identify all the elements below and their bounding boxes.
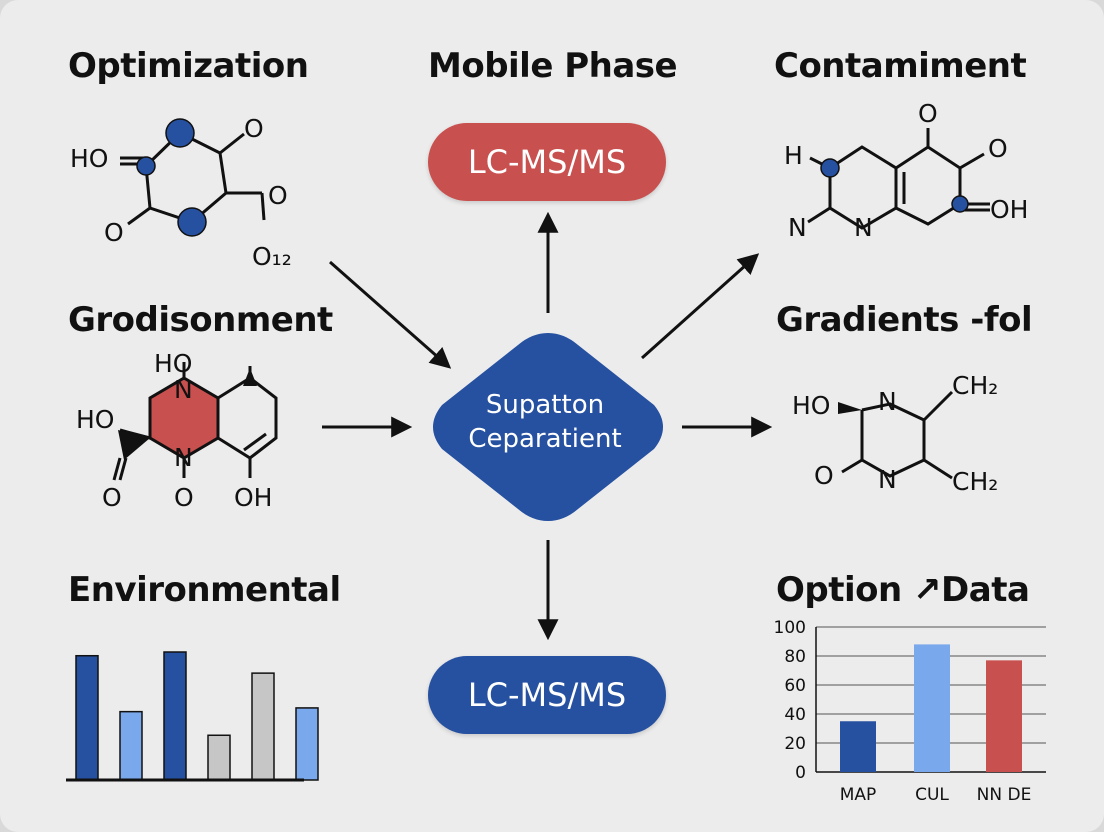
atom-label: CH₂ — [952, 467, 998, 496]
option-data-ytick: 20 — [784, 734, 806, 754]
atom-label: N — [174, 443, 193, 472]
atom-label: O — [244, 114, 264, 143]
heading-grodisonment: Grodisonment — [68, 300, 333, 340]
center-label-line2: Ceparatient — [468, 424, 622, 454]
arrow-from-optimization — [329, 260, 452, 369]
heading-gradients: Gradients -fol — [776, 300, 1033, 340]
molecule-contaminant-atoms: H N N O O OH — [784, 99, 1028, 242]
center-label-line1: Supatton — [485, 390, 605, 420]
option-data-xtick: CUL — [915, 785, 949, 805]
center-diamond — [433, 333, 663, 521]
molecule-optimization-atoms: HO O O O O₁₂ — [70, 114, 292, 271]
center-label: Supatton Ceparatient — [440, 388, 650, 456]
option-data-xtick: NN DE — [977, 785, 1032, 805]
option-data-xtick: MAP — [840, 785, 877, 805]
atom-label: O — [174, 483, 194, 512]
atom-label: O — [918, 99, 938, 128]
atom-label: OH — [234, 483, 272, 512]
molecule-grodisonment — [112, 362, 278, 481]
atom-label: HO — [792, 391, 830, 420]
option-data-ytick: 40 — [784, 705, 806, 725]
atom-label: O₁₂ — [252, 242, 292, 271]
molecule-gradients — [841, 390, 954, 480]
atom-label: O — [814, 461, 834, 490]
atom-label: OH — [990, 195, 1028, 224]
environmental-bar — [207, 734, 231, 781]
arrow-to-contaminant — [640, 253, 760, 360]
atom-label: N — [878, 465, 897, 494]
option-data-ytick: 80 — [784, 647, 806, 667]
option-data-bar — [986, 660, 1022, 772]
atom-label: O — [104, 218, 124, 247]
atom-label: CH₂ — [952, 371, 998, 400]
option-data-bar — [914, 644, 950, 772]
environmental-chart — [66, 651, 319, 782]
pill-top-lcmsms: LC-MS/MS — [428, 123, 666, 201]
option-data-bar — [840, 721, 876, 772]
heading-contaminant: Contamiment — [774, 46, 1027, 86]
environmental-bar — [75, 654, 99, 781]
atom-label: HO — [154, 349, 192, 378]
molecule-contaminant — [807, 128, 990, 230]
atom-label: N — [174, 375, 193, 404]
heading-option-data: Option ↗Data — [776, 570, 1030, 610]
option-data-ytick: 0 — [795, 763, 806, 783]
atom-label: HO — [70, 144, 108, 173]
pill-bottom-lcmsms: LC-MS/MS — [428, 656, 666, 734]
atom-label: N — [878, 387, 897, 416]
atom-label: N — [788, 213, 807, 242]
atom-label: HO — [76, 405, 114, 434]
environmental-bar — [163, 651, 187, 781]
option-data-ytick: 100 — [774, 618, 806, 638]
environmental-bar — [295, 707, 319, 781]
atom-label: O — [988, 134, 1008, 163]
molecule-gradients-atoms: HO N CH₂ O N CH₂ — [792, 371, 998, 496]
heading-optimization: Optimization — [68, 46, 309, 86]
atom-label: O — [102, 483, 122, 512]
environmental-bar — [119, 710, 143, 781]
heading-mobile-phase: Mobile Phase — [428, 46, 678, 86]
atom-label: N — [854, 213, 873, 242]
atom-label: H — [784, 141, 803, 170]
heading-environmental: Environmental — [68, 570, 341, 610]
atom-label: O — [268, 181, 288, 210]
environmental-bar — [251, 672, 275, 781]
molecule-grodisonment-atoms: HO N HO N O O OH — [76, 349, 272, 512]
option-data-ytick: 60 — [784, 676, 806, 696]
molecule-grodisonment-fill — [150, 378, 218, 458]
